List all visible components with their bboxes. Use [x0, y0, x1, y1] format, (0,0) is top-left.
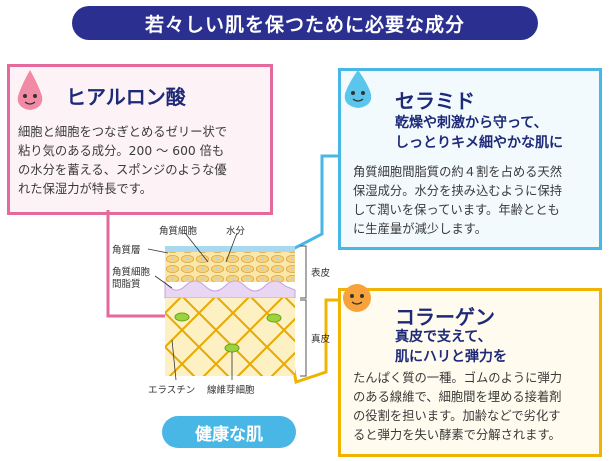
label-lipid: 角質細胞 間脂質: [112, 267, 151, 290]
hyaluronic-panel: ヒアルロン酸 細胞と細胞をつなぎとめるゼリー状で 粘り気のある成分。200 ～ …: [7, 64, 273, 215]
label-water: 水分: [226, 226, 246, 237]
label-elastin: エラスチン: [148, 385, 196, 396]
label-keratinocyte: 角質細胞: [159, 226, 198, 237]
pink-drop-character-icon: [17, 70, 43, 110]
pink-connector: [106, 210, 180, 318]
dermis-mesh: [165, 298, 295, 376]
hyaluronic-title: ヒアルロン酸: [66, 85, 186, 109]
healthy-skin-label: 健康な肌: [162, 416, 296, 448]
collagen-title: コラーゲン: [395, 305, 495, 329]
hyaluronic-body: 細胞と細胞をつなぎとめるゼリー状で 粘り気のある成分。200 ～ 600 倍も …: [18, 125, 228, 196]
orange-character-icon: [343, 284, 371, 312]
ceramide-panel: セラミド 乾燥や刺激から守って、 しっとりキメ細やかな肌に 角質細胞間脂質の約４…: [338, 68, 602, 250]
label-epidermis: 表皮: [311, 268, 331, 279]
label-fibroblast: 線維芽細胞: [207, 385, 255, 396]
stratum-corneum-surface: [165, 246, 295, 252]
collagen-panel: コラーゲン 真皮で支えて、 肌にハリと弾力を たんぱく質の一種。ゴムのように弾力…: [338, 288, 602, 457]
label-stratum: 角質層: [112, 245, 141, 256]
label-dermis: 真皮: [311, 334, 331, 345]
ceramide-subtitle: 乾燥や刺激から守って、 しっとりキメ細やかな肌に: [395, 115, 563, 151]
fibroblast-cell: [174, 312, 190, 322]
fibroblast-cell: [224, 343, 240, 353]
collagen-subtitle: 真皮で支えて、 肌にハリと弾力を: [395, 329, 507, 365]
lipid-layer: [164, 280, 296, 299]
page-title: 若々しい肌を保つために必要な成分: [72, 6, 538, 40]
ceramide-title: セラミド: [395, 89, 475, 113]
ceramide-body: 角質細胞間脂質の約４割を占める天然 保湿成分。水分を挟み込むように保持 して潤い…: [353, 165, 563, 236]
collagen-body: たんぱく質の一種。ゴムのように弾力 のある線維で、細胞間を埋める接着剤 の役割を…: [353, 371, 563, 442]
blue-drop-character-icon: [344, 70, 372, 108]
fibroblast-cell: [266, 313, 282, 323]
